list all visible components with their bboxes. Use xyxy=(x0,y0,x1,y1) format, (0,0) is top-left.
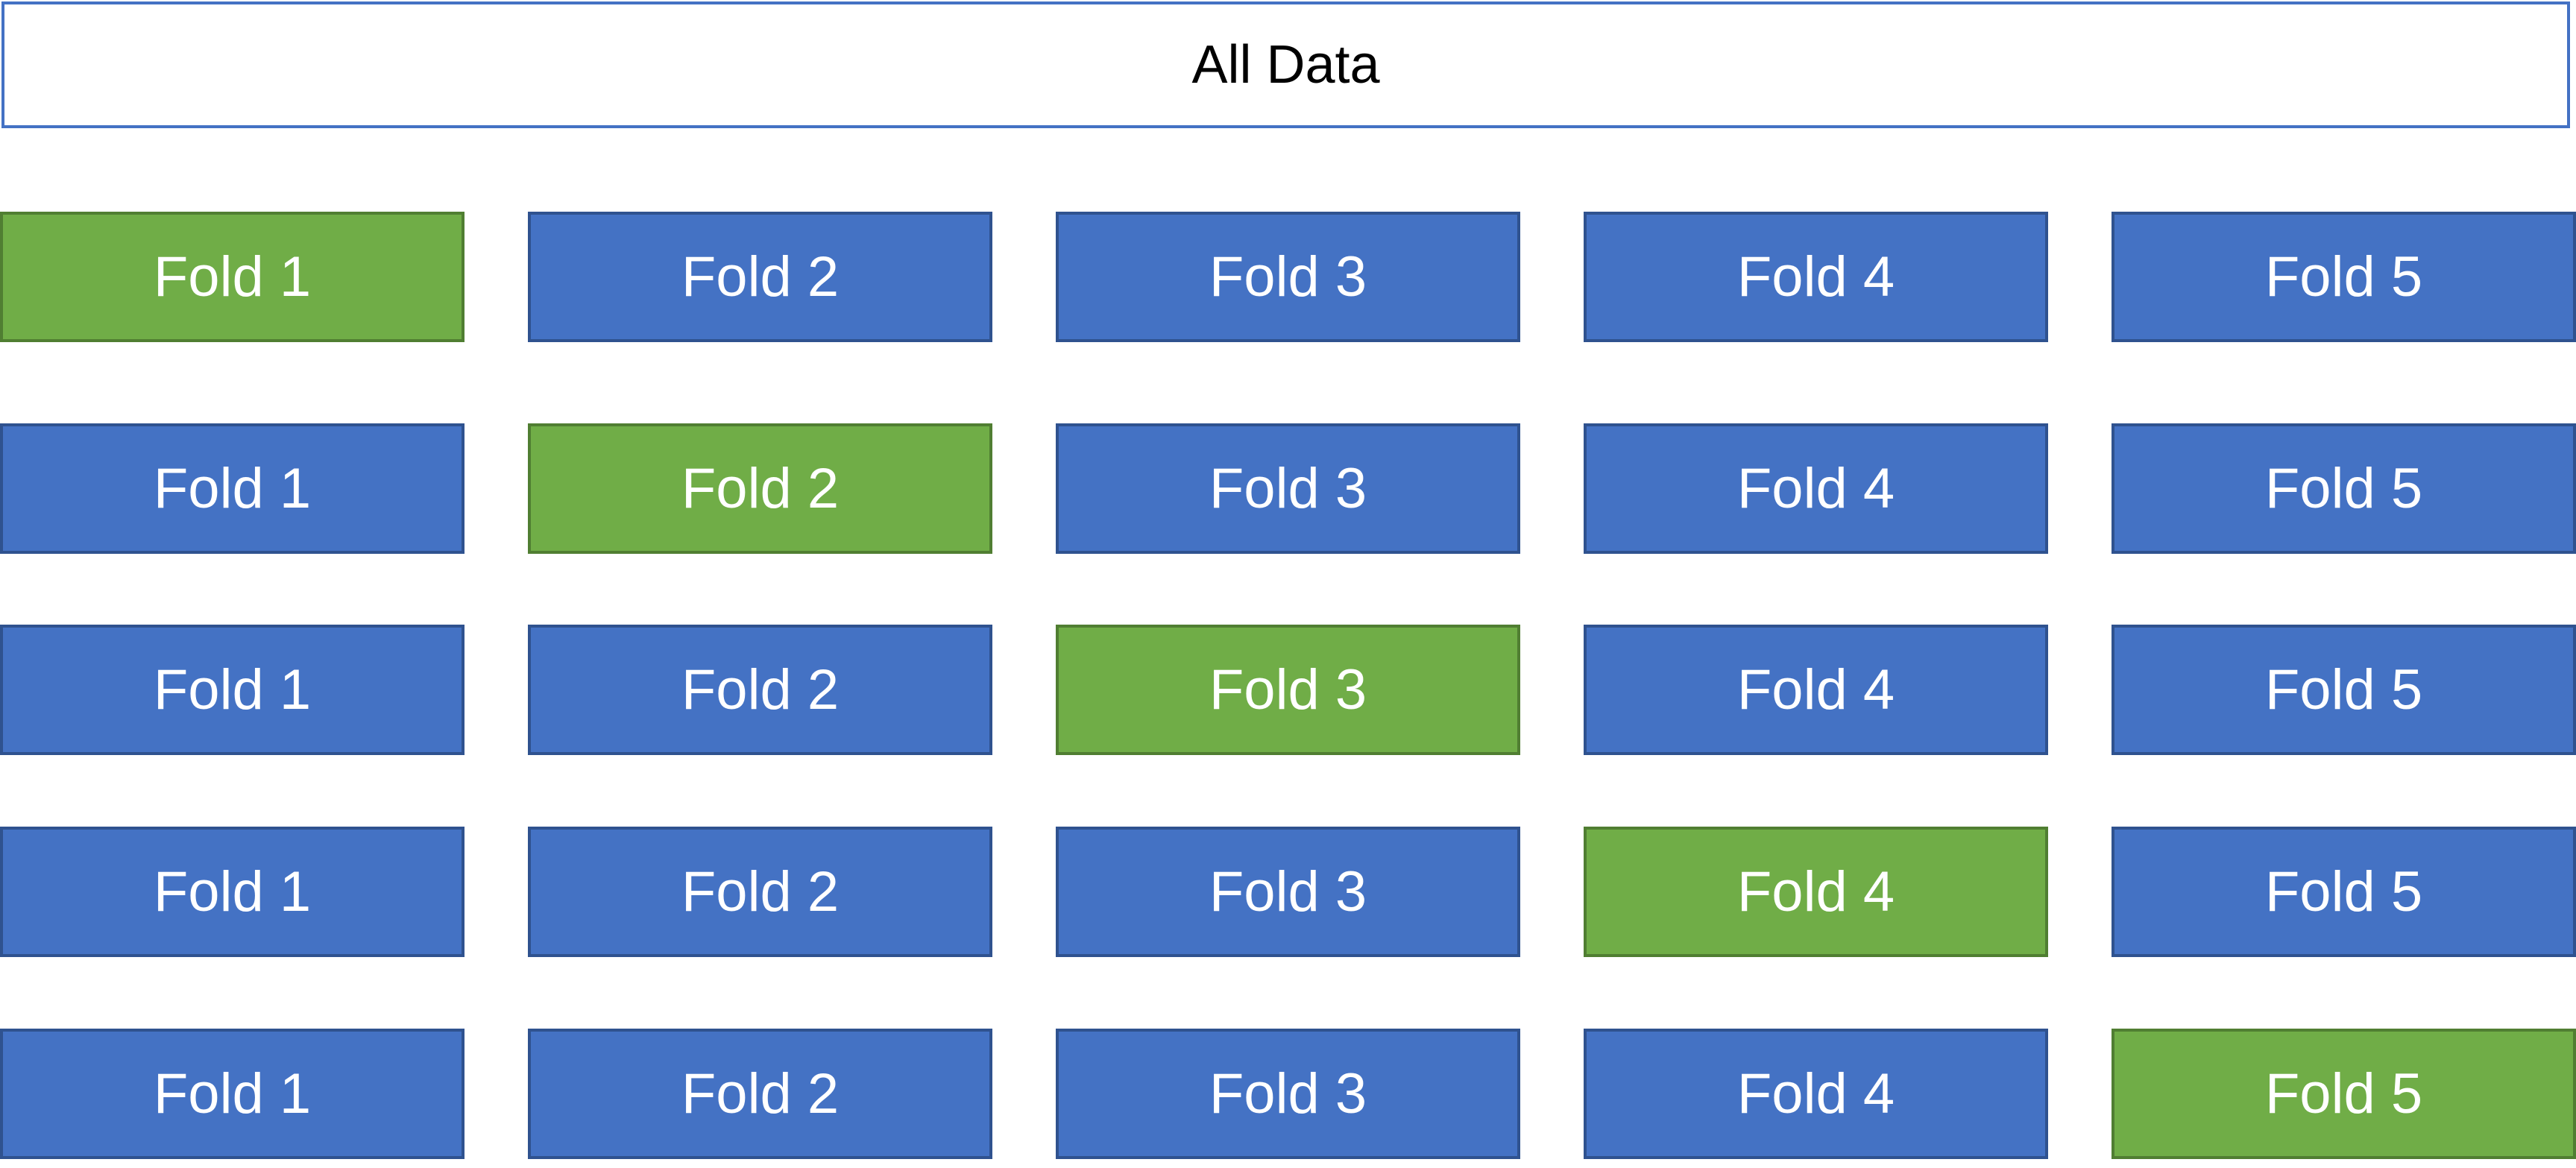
fold-label: Fold 1 xyxy=(153,245,312,309)
validation-fold-box: Fold 1 xyxy=(0,212,465,342)
fold-label: Fold 4 xyxy=(1736,1062,1895,1126)
fold-label: Fold 2 xyxy=(681,860,840,924)
training-fold-box: Fold 1 xyxy=(0,827,465,957)
fold-label: Fold 3 xyxy=(1209,1062,1367,1126)
training-fold-box: Fold 2 xyxy=(528,212,992,342)
training-fold-box: Fold 2 xyxy=(528,1029,992,1159)
training-fold-box: Fold 4 xyxy=(1584,423,2048,554)
validation-fold-box: Fold 5 xyxy=(2111,1029,2576,1159)
training-fold-box: Fold 3 xyxy=(1056,212,1520,342)
fold-label: Fold 5 xyxy=(2264,860,2423,924)
validation-fold-box: Fold 3 xyxy=(1056,625,1520,755)
fold-label: Fold 5 xyxy=(2264,457,2423,520)
fold-label: Fold 4 xyxy=(1736,245,1895,309)
training-fold-box: Fold 5 xyxy=(2111,827,2576,957)
training-fold-box: Fold 3 xyxy=(1056,827,1520,957)
fold-label: Fold 3 xyxy=(1209,457,1367,520)
fold-label: Fold 5 xyxy=(2264,245,2423,309)
all-data-box: All Data xyxy=(1,1,2570,128)
fold-label: Fold 1 xyxy=(153,457,312,520)
fold-label: Fold 2 xyxy=(681,457,840,520)
training-fold-box: Fold 4 xyxy=(1584,625,2048,755)
training-fold-box: Fold 4 xyxy=(1584,212,2048,342)
fold-label: Fold 3 xyxy=(1209,860,1367,924)
training-fold-box: Fold 4 xyxy=(1584,1029,2048,1159)
fold-row-2: Fold 1 Fold 2 Fold 3 Fold 4 Fold 5 xyxy=(0,423,2576,554)
fold-row-1: Fold 1 Fold 2 Fold 3 Fold 4 Fold 5 xyxy=(0,212,2576,342)
fold-label: Fold 3 xyxy=(1209,245,1367,309)
fold-row-3: Fold 1 Fold 2 Fold 3 Fold 4 Fold 5 xyxy=(0,625,2576,755)
training-fold-box: Fold 1 xyxy=(0,1029,465,1159)
fold-label: Fold 2 xyxy=(681,658,840,722)
training-fold-box: Fold 5 xyxy=(2111,423,2576,554)
fold-label: Fold 5 xyxy=(2264,1062,2423,1126)
fold-label: Fold 2 xyxy=(681,245,840,309)
all-data-label: All Data xyxy=(1191,35,1380,95)
fold-label: Fold 2 xyxy=(681,1062,840,1126)
validation-fold-box: Fold 4 xyxy=(1584,827,2048,957)
fold-label: Fold 1 xyxy=(153,658,312,722)
fold-label: Fold 5 xyxy=(2264,658,2423,722)
training-fold-box: Fold 1 xyxy=(0,625,465,755)
training-fold-box: Fold 5 xyxy=(2111,625,2576,755)
fold-row-4: Fold 1 Fold 2 Fold 3 Fold 4 Fold 5 xyxy=(0,827,2576,957)
fold-label: Fold 1 xyxy=(153,1062,312,1126)
training-fold-box: Fold 3 xyxy=(1056,1029,1520,1159)
fold-label: Fold 4 xyxy=(1736,860,1895,924)
fold-label: Fold 3 xyxy=(1209,658,1367,722)
fold-label: Fold 1 xyxy=(153,860,312,924)
training-fold-box: Fold 1 xyxy=(0,423,465,554)
training-fold-box: Fold 5 xyxy=(2111,212,2576,342)
training-fold-box: Fold 2 xyxy=(528,625,992,755)
fold-label: Fold 4 xyxy=(1736,658,1895,722)
validation-fold-box: Fold 2 xyxy=(528,423,992,554)
training-fold-box: Fold 3 xyxy=(1056,423,1520,554)
training-fold-box: Fold 2 xyxy=(528,827,992,957)
fold-row-5: Fold 1 Fold 2 Fold 3 Fold 4 Fold 5 xyxy=(0,1029,2576,1159)
fold-label: Fold 4 xyxy=(1736,457,1895,520)
